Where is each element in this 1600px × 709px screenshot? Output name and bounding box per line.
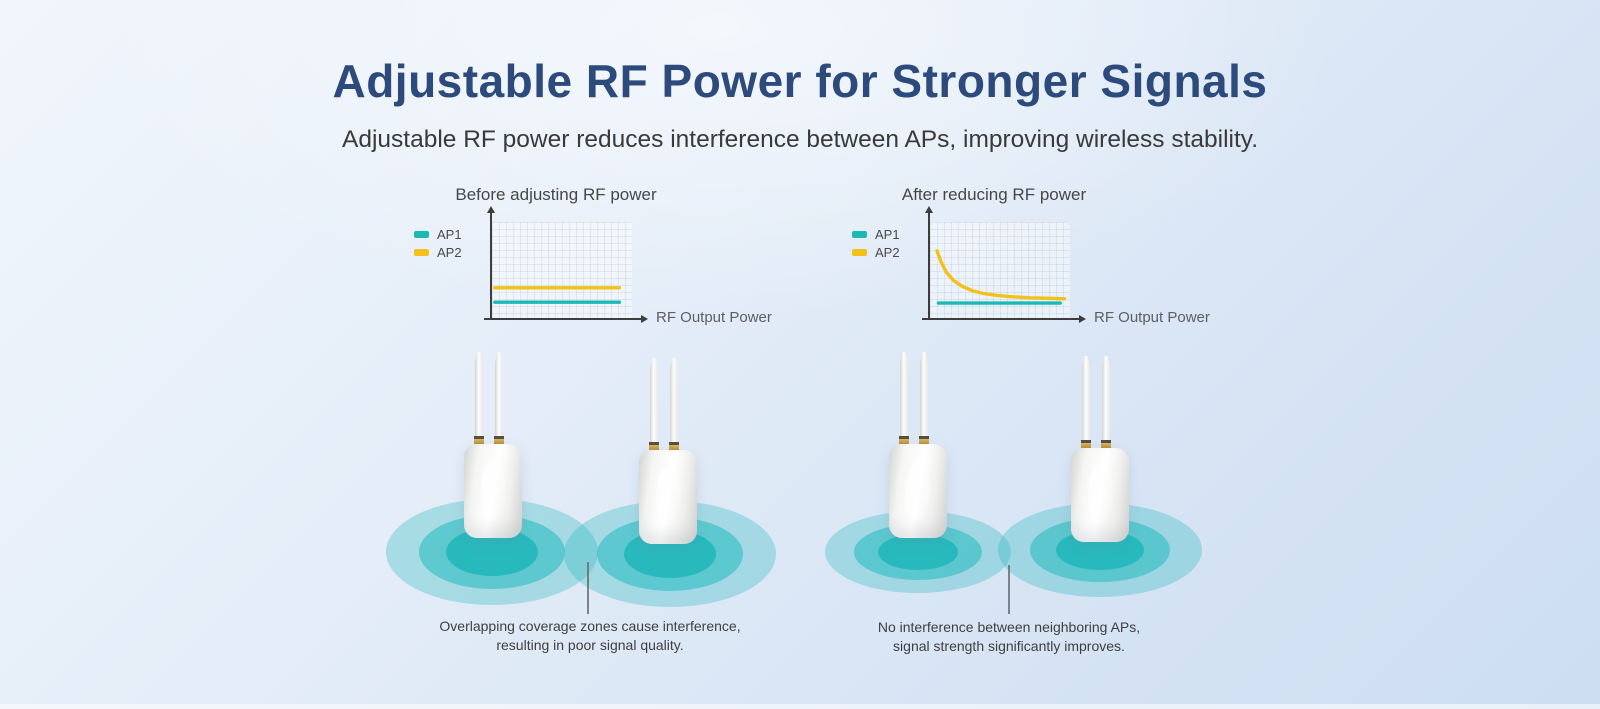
access-point-device	[639, 358, 697, 544]
before-coverage-scene: Overlapping coverage zones cause interfe…	[370, 340, 810, 670]
before-chart-legend: AP1 AP2	[414, 225, 462, 261]
before-chart-y-axis	[487, 206, 495, 320]
bottom-highlight-strip	[0, 704, 1600, 709]
antenna-icon	[919, 352, 929, 444]
ap2-legend-label: AP2	[875, 244, 900, 260]
after-chart-legend: AP1 AP2	[852, 225, 900, 261]
before-chart-plot	[492, 222, 632, 318]
after-chart-panel: After reducing RF power AP1 AP2 RF Outpu…	[838, 185, 1228, 340]
before-chart-title: Before adjusting RF power	[455, 185, 657, 204]
ap1-legend-label: AP1	[875, 226, 900, 242]
after-chart-x-axis	[922, 315, 1086, 323]
after-chart-plot	[930, 222, 1070, 318]
callout-line	[587, 562, 589, 614]
access-point-device	[1071, 356, 1129, 542]
ap2-legend-swatch	[414, 248, 429, 256]
legend-item-ap1: AP1	[852, 225, 900, 243]
ap2-legend-label: AP2	[437, 244, 462, 260]
after-chart-x-axis-label: RF Output Power	[1094, 309, 1210, 326]
antenna-icon	[1081, 356, 1091, 448]
page-subtitle: Adjustable RF power reduces interference…	[342, 126, 1258, 153]
coverage-zone-inner	[878, 534, 958, 570]
antenna-icon	[899, 352, 909, 444]
antenna-icon	[649, 358, 659, 450]
callout-line	[1008, 565, 1010, 614]
device-body	[639, 450, 697, 544]
legend-item-ap2: AP2	[852, 243, 900, 261]
before-chart-panel: Before adjusting RF power AP1 AP2 RF Out…	[400, 185, 790, 340]
ap1-legend-label: AP1	[437, 226, 462, 242]
access-point-device	[464, 352, 522, 538]
ap1-legend-swatch	[414, 230, 429, 238]
before-chart-x-axis-label: RF Output Power	[656, 309, 772, 326]
before-caption: Overlapping coverage zones cause interfe…	[439, 618, 741, 653]
legend-item-ap1: AP1	[414, 225, 462, 243]
ap2-legend-swatch	[852, 248, 867, 256]
before-chart-x-axis	[484, 315, 648, 323]
after-coverage-scene: No interference between neighboring APs,…	[810, 340, 1250, 670]
antenna-icon	[1101, 356, 1111, 448]
after-caption: No interference between neighboring APs,…	[877, 619, 1141, 654]
series-line-ap2	[935, 249, 1067, 301]
antenna-icon	[494, 352, 504, 444]
page-title: Adjustable RF Power for Stronger Signals	[332, 55, 1268, 107]
device-body	[464, 444, 522, 538]
after-chart-y-axis	[925, 206, 933, 320]
antenna-icon	[474, 352, 484, 444]
access-point-device	[889, 352, 947, 538]
device-body	[1071, 448, 1129, 542]
legend-item-ap2: AP2	[414, 243, 462, 261]
after-chart-title: After reducing RF power	[901, 185, 1087, 204]
ap1-legend-swatch	[852, 230, 867, 238]
device-body	[889, 444, 947, 538]
antenna-icon	[669, 358, 679, 450]
